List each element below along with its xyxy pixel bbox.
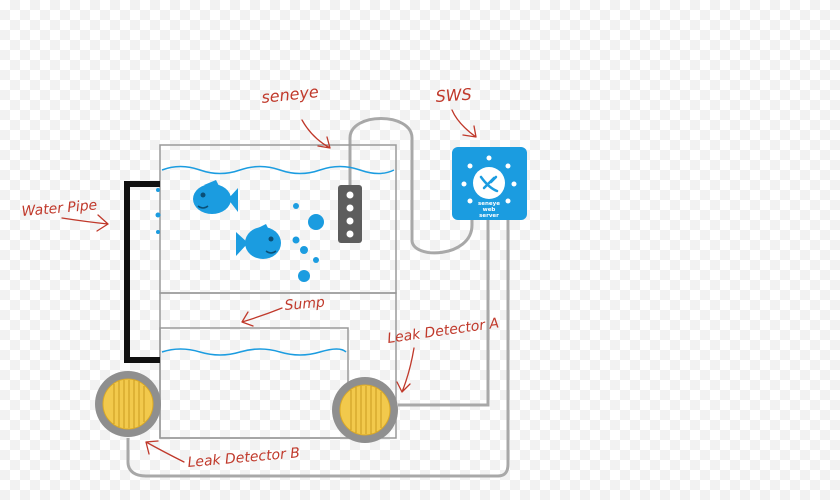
sump-water-surface <box>161 348 347 356</box>
label-water-pipe: Water Pipe <box>21 197 98 220</box>
seneye-device <box>338 185 362 243</box>
drop-icon <box>156 230 160 234</box>
sws-device-line2: web <box>483 207 496 213</box>
fish-icon <box>236 224 281 259</box>
leak-a-cable <box>398 220 490 407</box>
label-leak-detector-b: Leak Detector B <box>187 445 301 471</box>
bubble-icon <box>308 214 324 230</box>
label-sump: Sump <box>284 295 326 314</box>
cables <box>126 117 510 478</box>
leak-detector-b <box>95 371 161 437</box>
leak-detector-a <box>332 377 398 443</box>
arrow-icon <box>241 307 283 327</box>
sws-device-line3: server <box>479 213 499 219</box>
arrow-icon <box>301 119 331 149</box>
sump-tank <box>159 327 349 439</box>
satellite-icon <box>479 175 499 193</box>
annotation-labels: seneye SWS Water Pipe Sump Leak Detector… <box>21 82 500 471</box>
bubble-icon <box>293 203 299 209</box>
bubble-icon <box>313 257 319 263</box>
pipe-drops <box>155 188 161 234</box>
bubble-icon <box>292 236 300 244</box>
bubble-icon <box>300 246 308 254</box>
annotation-arrows <box>61 109 477 463</box>
arrow-icon <box>61 214 109 232</box>
sws-device-line1: seneye <box>478 201 500 207</box>
bubbles <box>292 203 324 282</box>
label-seneye: seneye <box>260 82 319 107</box>
arrow-icon <box>145 440 185 463</box>
sws-device: seneye web server <box>452 147 527 220</box>
label-sws: SWS <box>435 85 472 106</box>
bubble-icon <box>298 270 310 282</box>
sump <box>159 327 349 439</box>
fish-icon <box>193 180 238 214</box>
leak-b-cable <box>126 220 510 478</box>
arrow-icon <box>396 347 415 393</box>
tank-water-surface <box>161 165 395 175</box>
label-leak-detector-a: Leak Detector A <box>386 315 500 347</box>
water-pipe <box>124 181 160 363</box>
arrow-icon <box>451 109 477 138</box>
seneye-to-sws-cable <box>348 117 474 255</box>
drop-icon <box>155 212 161 218</box>
drop-icon <box>156 188 160 192</box>
